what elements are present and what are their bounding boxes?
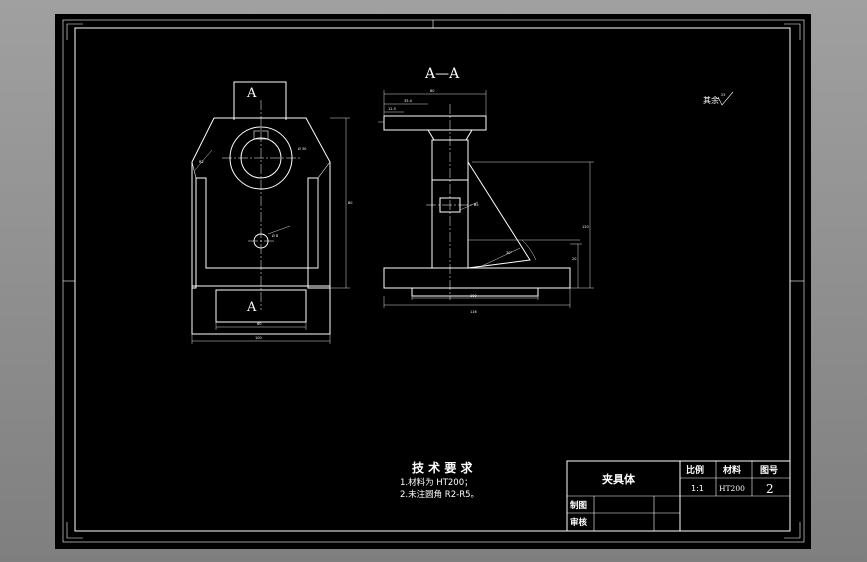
dim-angle: 30° <box>506 251 512 255</box>
svg-text:25: 25 <box>721 93 725 97</box>
section-view: A—A <box>378 66 594 314</box>
dim-top-small: 12.5 <box>388 107 396 111</box>
sheet-frame <box>74 27 791 532</box>
dim-section-step: 20 <box>572 257 576 261</box>
tech-line-2: 2.未注圆角 R2-R5。 <box>400 489 479 500</box>
dim-section-base: 100 <box>470 294 477 298</box>
dim-hole: Ø 8 <box>272 233 278 238</box>
title-block: 夹具体 比例 材料 图号 1:1 HT200 2 制图 审核 <box>566 460 791 532</box>
tech-line-1: 1.材料为 HT200； <box>400 477 473 488</box>
dim-chamfer: R2 <box>199 160 204 164</box>
checked-label: 审核 <box>570 517 588 528</box>
scale-value: 1:1 <box>691 484 704 493</box>
front-view: A A 100 <box>191 81 352 344</box>
dim-section-base-outer: 116 <box>470 310 477 314</box>
cut-label-top: A <box>246 86 257 101</box>
drawn-label: 制图 <box>570 500 587 511</box>
scale-label: 比例 <box>686 464 704 476</box>
drawing-no-value: 2 <box>766 482 774 496</box>
svg-text:其余: 其余 <box>703 95 719 105</box>
material-value: HT200 <box>719 484 745 493</box>
material-label: 材料 <box>722 464 741 476</box>
drawing-sheet <box>55 14 811 549</box>
dim-base-mid: 60 <box>257 322 261 326</box>
section-label: A—A <box>424 66 460 82</box>
dim-top-inner: 35.4 <box>404 99 413 103</box>
roughness-note: 其余 25 <box>703 91 734 106</box>
corner-marks <box>63 20 804 539</box>
part-name: 夹具体 <box>602 472 636 486</box>
dim-base-outer: 100 <box>255 336 262 340</box>
dim-top-width: 80 <box>430 89 434 93</box>
dim-right-height: 80 <box>348 201 352 205</box>
dim-section-height: 120 <box>582 225 589 229</box>
tech-title: 技 术 要 求 <box>412 460 474 475</box>
dim-bore: Ø 30 <box>298 146 306 151</box>
cut-label-bottom: A <box>246 300 257 315</box>
drawing-no-label: 图号 <box>760 465 778 476</box>
dim-r-small: R5 <box>474 203 479 207</box>
tech-requirements: 技 术 要 求 1.材料为 HT200； 2.未注圆角 R2-R5。 <box>400 460 479 500</box>
